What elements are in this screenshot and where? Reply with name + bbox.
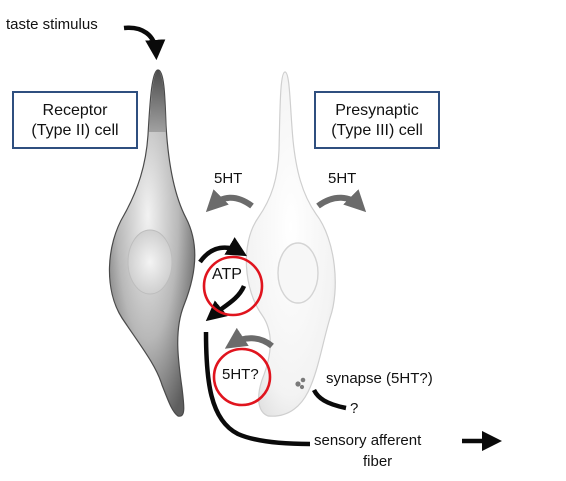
synapse-question-mark: ? [350,400,359,417]
afferent-fiber-branch [311,388,347,411]
serotonin-right-label: 5HT [328,170,357,187]
presynaptic-cell-label-box: Presynaptic (Type III) cell [314,91,440,149]
serotonin-left-label: 5HT [214,170,243,187]
presynaptic-cell-nucleus [277,242,319,304]
presynaptic-cell-label-line2: (Type III) cell [331,122,423,139]
afferent-fiber-label-line2: fiber [363,453,393,470]
receptor-cell-label-line2: (Type II) cell [31,122,119,139]
receptor-cell-label-line1: Receptor [42,102,108,119]
taste-stimulus-label: taste stimulus [6,16,98,33]
serotonin-question-label: 5HT? [222,366,259,383]
serotonin-question-highlight-circle [212,347,272,407]
presynaptic-cell-label-line1: Presynaptic [335,102,419,119]
atp-lower-arrow [205,284,247,322]
receptor-cell-apex [149,70,166,132]
atp-upper-arrow [198,237,247,264]
serotonin-question-arrow [224,327,274,349]
atp-highlight-circle [202,255,264,317]
afferent-fiber-main [203,331,311,447]
atp-label: ATP [212,266,242,283]
afferent-fiber-label-line1: sensory afferent [314,432,422,449]
synaptic-vesicles [295,377,306,390]
receptor-cell-label-box: Receptor (Type II) cell [12,91,138,149]
serotonin-left-arrow [205,189,254,213]
presynaptic-cell-body [245,71,336,417]
synapse-label: synapse (5HT?) [326,370,433,387]
taste-stimulus-arrow [123,25,166,61]
receptor-cell-nucleus [127,229,173,295]
serotonin-right-arrow [316,189,367,213]
